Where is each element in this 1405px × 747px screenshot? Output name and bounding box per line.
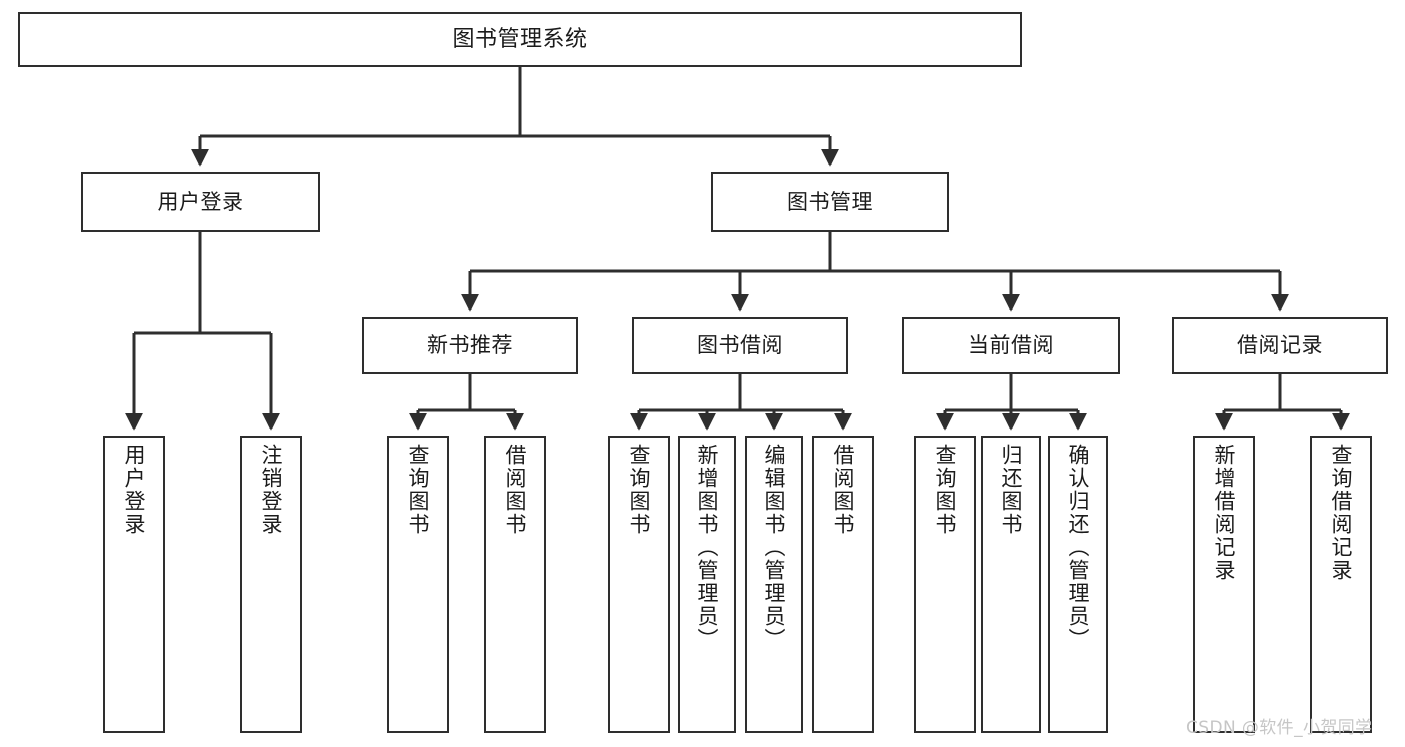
node-leaf-add-record-label: 新增借阅记录 — [1212, 444, 1237, 582]
node-leaf-borrow-book-1[interactable]: 借阅图书 — [484, 436, 546, 733]
node-leaf-return-book-label: 归还图书 — [999, 444, 1024, 536]
node-user-login-label: 用户登录 — [157, 189, 244, 214]
node-leaf-query-record[interactable]: 查询借阅记录 — [1310, 436, 1372, 733]
node-root[interactable]: 图书管理系统 — [18, 12, 1022, 67]
node-leaf-edit-book-label: 编辑图书（管理员） — [762, 444, 787, 651]
node-current-borrow[interactable]: 当前借阅 — [902, 317, 1120, 374]
node-leaf-borrow-book-2[interactable]: 借阅图书 — [812, 436, 874, 733]
node-leaf-borrow-book-2-label: 借阅图书 — [831, 444, 856, 536]
node-leaf-query-book-1-label: 查询图书 — [406, 444, 431, 536]
node-leaf-query-record-label: 查询借阅记录 — [1329, 444, 1354, 582]
node-borrow-record-label: 借阅记录 — [1237, 333, 1323, 358]
csdn-watermark: CSDN @软件_小贺同学 — [1186, 718, 1373, 738]
node-leaf-logout-label: 注销登录 — [259, 444, 284, 536]
node-leaf-edit-book[interactable]: 编辑图书（管理员） — [745, 436, 803, 733]
node-leaf-logout[interactable]: 注销登录 — [240, 436, 302, 733]
node-leaf-query-book-2-label: 查询图书 — [627, 444, 652, 536]
node-new-book-rec[interactable]: 新书推荐 — [362, 317, 578, 374]
node-leaf-add-book-label: 新增图书（管理员） — [695, 444, 720, 651]
node-book-borrow-label: 图书借阅 — [697, 333, 783, 358]
node-leaf-query-book-3-label: 查询图书 — [933, 444, 958, 536]
node-borrow-record[interactable]: 借阅记录 — [1172, 317, 1388, 374]
node-leaf-confirm-return-label: 确认归还（管理员） — [1066, 444, 1091, 651]
node-leaf-return-book[interactable]: 归还图书 — [981, 436, 1041, 733]
node-leaf-borrow-book-1-label: 借阅图书 — [503, 444, 528, 536]
node-leaf-add-record[interactable]: 新增借阅记录 — [1193, 436, 1255, 733]
node-leaf-query-book-2[interactable]: 查询图书 — [608, 436, 670, 733]
node-root-label: 图书管理系统 — [452, 26, 588, 52]
node-leaf-query-book-1[interactable]: 查询图书 — [387, 436, 449, 733]
node-book-manage[interactable]: 图书管理 — [711, 172, 949, 232]
node-leaf-confirm-return[interactable]: 确认归还（管理员） — [1048, 436, 1108, 733]
node-leaf-add-book[interactable]: 新增图书（管理员） — [678, 436, 736, 733]
node-new-book-rec-label: 新书推荐 — [427, 333, 513, 358]
node-leaf-user-login-label: 用户登录 — [122, 444, 147, 536]
node-leaf-user-login[interactable]: 用户登录 — [103, 436, 165, 733]
node-current-borrow-label: 当前借阅 — [968, 333, 1054, 358]
node-leaf-query-book-3[interactable]: 查询图书 — [914, 436, 976, 733]
node-user-login[interactable]: 用户登录 — [81, 172, 320, 232]
node-book-manage-label: 图书管理 — [787, 189, 873, 214]
node-book-borrow[interactable]: 图书借阅 — [632, 317, 848, 374]
